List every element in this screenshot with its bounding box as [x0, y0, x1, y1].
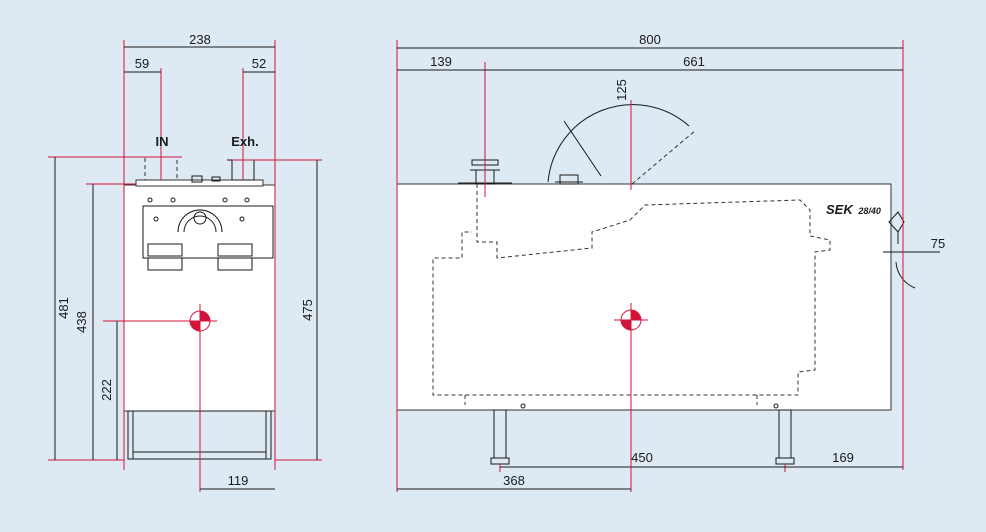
- dim-front-width: 238: [189, 32, 211, 47]
- top-knob: [191, 175, 203, 183]
- front-panel: [142, 205, 274, 259]
- dim-front-inlet-offset: 59: [135, 56, 149, 71]
- model-name: SEK 28/40: [826, 202, 881, 217]
- lid-swing-arc: [547, 104, 690, 183]
- dim-handle-clearance: 75: [931, 236, 945, 251]
- exhaust-label: Exh.: [231, 134, 258, 149]
- side-view: SEK 28/40 800 139 661: [396, 32, 945, 492]
- dim-front-height-flange: 475: [300, 299, 315, 321]
- dim-foot-to-end: 169: [832, 450, 854, 465]
- dim-side-center-offset: 368: [503, 473, 525, 488]
- side-body: [396, 183, 892, 411]
- inlet-label: IN: [156, 134, 169, 149]
- front-view: 238 59 52 IN Exh. 481 438 222 475 11: [48, 32, 322, 492]
- dim-front-exhaust-offset: 52: [252, 56, 266, 71]
- side-foot-right: [778, 409, 792, 459]
- side-center-of-gravity-icon: [614, 303, 648, 337]
- dim-side-inlet-to-end: 661: [683, 54, 705, 69]
- handle-icon: [888, 211, 905, 233]
- center-of-gravity-icon: [183, 304, 217, 338]
- front-top-plate: [135, 179, 264, 187]
- dim-foot-spacing: 450: [631, 450, 653, 465]
- dim-front-center-offset: 119: [228, 473, 249, 488]
- internal-outline: [432, 184, 831, 396]
- dim-side-inlet-offset: 139: [430, 54, 452, 69]
- dim-front-height-body: 438: [74, 311, 89, 333]
- handle-swing-arc: [895, 261, 916, 289]
- dim-front-height-total: 481: [56, 297, 71, 319]
- gauge-icon: [177, 209, 223, 233]
- lid-knob: [559, 174, 579, 185]
- side-foot-left: [493, 409, 507, 459]
- dim-front-center-height: 222: [99, 379, 114, 401]
- dim-lid-clearance: 125: [614, 79, 629, 101]
- dim-side-length-total: 800: [639, 32, 661, 47]
